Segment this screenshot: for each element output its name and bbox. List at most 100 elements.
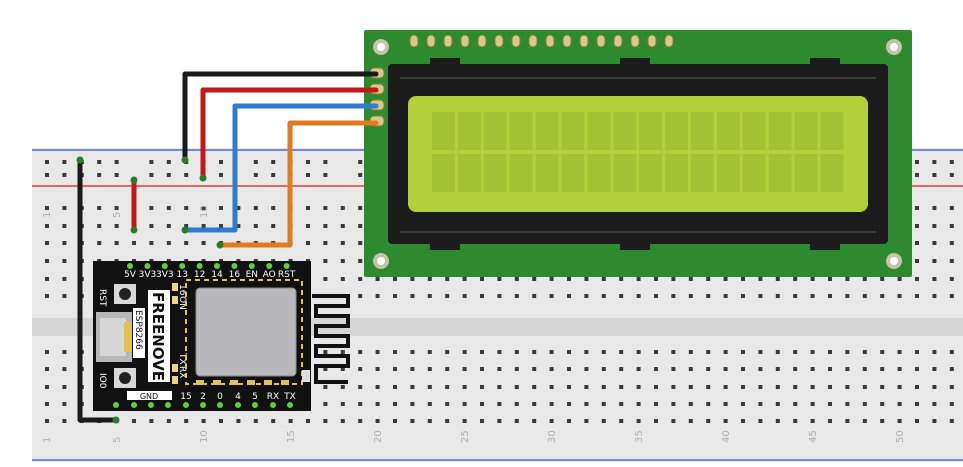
top-column-number: 10 — [199, 205, 210, 218]
breadboard-hole — [549, 402, 554, 406]
breadboard-hole — [358, 241, 363, 245]
lcd-char-cell — [742, 154, 766, 192]
breadboard-hole — [932, 367, 937, 371]
breadboard-hole — [532, 277, 537, 281]
brand-label: FREENOVE — [149, 292, 167, 381]
breadboard-hole — [949, 173, 954, 177]
breadboard-hole — [775, 367, 780, 371]
breadboard-hole — [375, 277, 380, 281]
breadboard-hole — [306, 173, 310, 177]
breadboard-hole — [793, 402, 798, 406]
breadboard-hole — [306, 206, 310, 210]
breadboard-hole — [149, 419, 154, 423]
breadboard-hole — [741, 385, 745, 389]
breadboard-hole — [567, 277, 571, 281]
breadboard-hole — [880, 402, 885, 406]
breadboard-hole — [949, 367, 954, 371]
breadboard-hole — [949, 277, 954, 281]
breadboard-hole — [462, 277, 467, 281]
io0-button-label: IO0 — [97, 373, 107, 389]
breadboard-hole — [932, 224, 937, 228]
rst-button — [114, 284, 136, 304]
orange-lcd-scl-wire — [217, 120, 379, 248]
breadboard-hole — [462, 367, 467, 371]
lcd-char-cell — [509, 112, 533, 150]
breadboard-hole — [45, 402, 49, 406]
breadboard-hole — [514, 367, 519, 371]
breadboard-hole — [358, 350, 363, 354]
breadboard-hole — [671, 385, 676, 389]
breadboard-hole — [880, 419, 885, 423]
breadboard-hole — [688, 277, 693, 281]
breadboard-hole — [949, 206, 954, 210]
breadboard-hole — [758, 402, 763, 406]
lcd-char-cell — [794, 112, 818, 150]
column-number: 35 — [634, 430, 645, 443]
breadboard-hole — [671, 350, 676, 354]
breadboard-hole — [323, 350, 328, 354]
breadboard-hole — [532, 367, 537, 371]
breadboard-hole — [497, 419, 502, 423]
bottom-pin — [165, 402, 171, 408]
column-number: 15 — [286, 430, 297, 443]
breadboard-hole — [654, 419, 658, 423]
lcd-char-cell — [457, 112, 481, 150]
breadboard-hole — [932, 277, 937, 281]
breadboard-hole — [828, 419, 832, 423]
breadboard-hole — [375, 350, 380, 354]
breadboard-hole — [62, 206, 67, 210]
breadboard-hole — [775, 385, 780, 389]
column-number: 10 — [199, 430, 210, 443]
led-tx-label: TX — [177, 352, 187, 365]
breadboard-hole — [45, 277, 49, 281]
breadboard-hole — [949, 350, 954, 354]
breadboard-hole — [723, 350, 728, 354]
breadboard-hole — [601, 294, 606, 298]
breadboard-hole — [775, 277, 780, 281]
breadboard-hole — [915, 160, 919, 164]
shield-pad — [213, 380, 221, 385]
breadboard-hole — [97, 206, 102, 210]
breadboard-hole — [358, 277, 363, 281]
breadboard-hole — [915, 402, 919, 406]
breadboard-hole — [62, 385, 67, 389]
breadboard-hole — [828, 367, 832, 371]
breadboard-hole — [706, 277, 711, 281]
breadboard-hole — [184, 206, 189, 210]
breadboard-hole — [654, 385, 658, 389]
breadboard-hole — [741, 402, 745, 406]
breadboard-hole — [375, 419, 380, 423]
breadboard-hole — [567, 419, 571, 423]
blue-lcd-sda-wire — [182, 103, 379, 233]
breadboard-hole — [149, 224, 154, 228]
breadboard-hole — [306, 419, 310, 423]
breadboard-hole — [636, 367, 641, 371]
breadboard-hole — [271, 173, 276, 177]
breadboard-hole — [845, 367, 850, 371]
breadboard-hole — [862, 367, 867, 371]
breadboard-hole — [253, 419, 258, 423]
breadboard-hole — [427, 402, 432, 406]
breadboard-hole — [149, 206, 154, 210]
breadboard-hole — [949, 294, 954, 298]
breadboard-hole — [532, 402, 537, 406]
breadboard-hole — [323, 173, 328, 177]
breadboard-hole — [97, 241, 102, 245]
breadboard-hole — [340, 419, 345, 423]
breadboard-hole — [393, 367, 397, 371]
breadboard-hole — [201, 241, 206, 245]
breadboard-hole — [567, 385, 571, 389]
breadboard-hole — [219, 160, 223, 164]
breadboard-hole — [915, 173, 919, 177]
breadboard-hole — [549, 277, 554, 281]
breadboard-hole — [323, 385, 328, 389]
breadboard-hole — [45, 241, 49, 245]
breadboard-hole — [619, 385, 624, 389]
breadboard-hole — [62, 367, 67, 371]
breadboard-hole — [880, 277, 885, 281]
breadboard-hole — [340, 241, 345, 245]
breadboard-hole — [862, 294, 867, 298]
wires — [76, 71, 379, 424]
breadboard-hole — [62, 224, 67, 228]
top-pin — [196, 263, 203, 269]
